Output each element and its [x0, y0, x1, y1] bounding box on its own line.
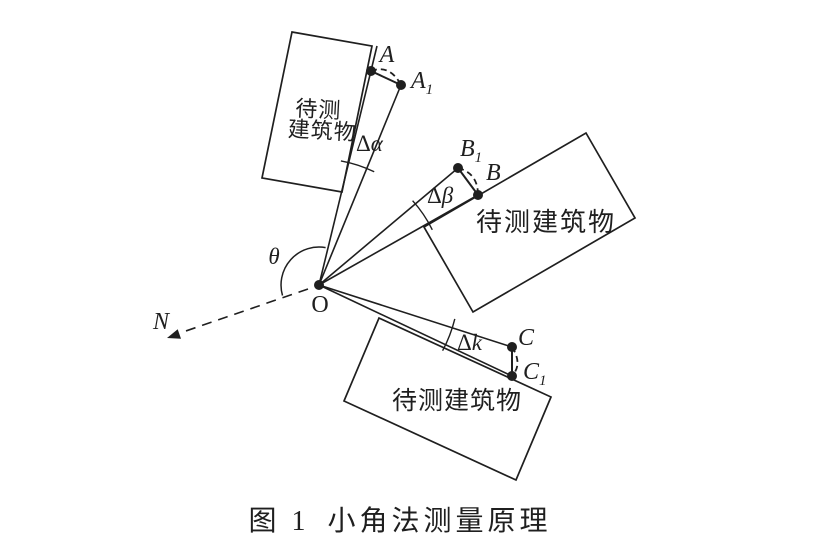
label-angle-theta: θ	[268, 244, 279, 269]
sight-line-O-B1	[318, 167, 459, 286]
label-point-A: A	[378, 42, 395, 68]
building-top-label: 待测 建筑物	[287, 96, 357, 145]
label-angle-delta-alpha: Δα	[356, 131, 384, 156]
label-delta-k-var: k	[472, 330, 483, 355]
label-point-C: C	[518, 325, 535, 351]
figure-caption: 图 1 小角法测量原理	[248, 505, 551, 537]
label-angle-delta-k: Δk	[457, 330, 483, 355]
label-point-C1-sub: 1	[539, 373, 547, 389]
angle-arc-delta-beta	[412, 200, 433, 231]
label-point-B1-base: B	[460, 136, 475, 162]
label-point-B1: B1	[460, 136, 482, 166]
building-top-label-line2: 建筑物	[287, 116, 357, 145]
label-delta-beta-var: β	[441, 183, 454, 208]
label-delta-k-delta: Δ	[457, 330, 472, 355]
angle-arc-delta-k	[441, 318, 456, 352]
label-point-A1-sub: 1	[426, 82, 434, 98]
point-A1-dot	[396, 80, 406, 90]
north-dashed-line	[179, 288, 309, 334]
label-point-A1: A1	[409, 68, 433, 98]
sight-line-O-C	[318, 284, 513, 348]
sight-line-O-C1	[318, 284, 513, 377]
building-middle-outline	[422, 131, 637, 314]
point-B-dot	[473, 190, 483, 200]
label-point-B: B	[486, 160, 501, 186]
label-angle-delta-beta: Δβ	[427, 183, 454, 208]
label-point-C1: C1	[523, 359, 547, 389]
point-C-dot	[507, 342, 517, 352]
label-delta-alpha-var: α	[371, 131, 384, 156]
label-north-N: N	[152, 309, 171, 335]
angle-arc-theta	[280, 246, 326, 296]
point-A-dot	[366, 66, 376, 76]
building-top-label-line1: 待测	[295, 96, 342, 123]
chord-B1-B	[457, 167, 479, 196]
label-point-O: O	[311, 292, 328, 318]
building-bottom-outline	[342, 316, 553, 482]
building-middle-label: 待测建筑物	[476, 208, 616, 237]
label-point-A1-base: A	[409, 68, 426, 94]
label-delta-alpha-delta: Δ	[356, 131, 371, 156]
sight-line-O-A1	[318, 84, 402, 286]
chord-A-A1	[370, 70, 402, 86]
building-bottom-label: 待测建筑物	[392, 387, 522, 415]
label-delta-beta-delta: Δ	[427, 183, 442, 208]
sight-line-O-B	[318, 194, 479, 286]
label-point-C1-base: C	[523, 359, 540, 385]
point-B1-dot	[453, 163, 463, 173]
north-arrow-head-icon	[167, 329, 181, 339]
sight-line-O-A	[318, 45, 378, 286]
label-point-B1-sub: 1	[475, 150, 483, 166]
point-C1-dot	[507, 371, 517, 381]
figure-caption-prefix: 图 1	[248, 506, 309, 537]
figure-caption-title: 小角法测量原理	[328, 505, 552, 537]
angle-arc-delta-alpha	[340, 160, 375, 173]
point-O-dot	[314, 280, 324, 290]
